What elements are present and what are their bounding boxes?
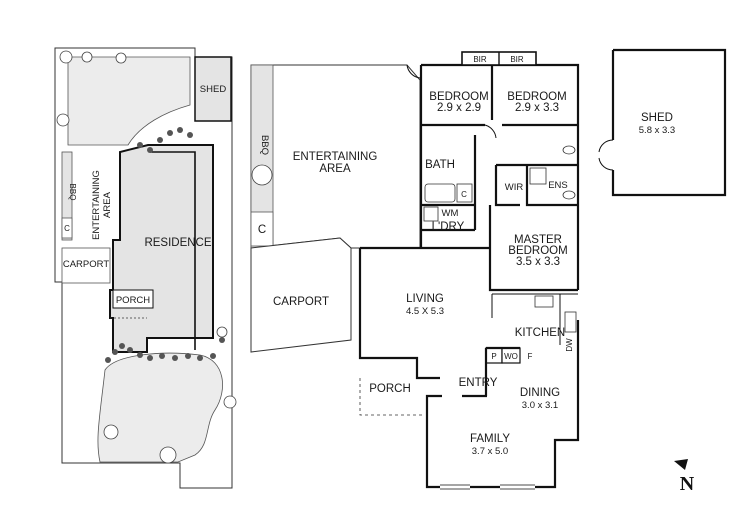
entertaining-label-line2: AREA [319,163,351,175]
bir-left-label: BIR [473,55,487,64]
bedroom1-name: BEDROOM [429,91,488,103]
bbq-label: BBQ [259,135,270,155]
master-size: 3.5 x 3.3 [516,256,560,268]
fridge-label: F [528,352,533,361]
bedroom2-name: BEDROOM [507,91,566,103]
bir-right-label: BIR [510,55,524,64]
master-line1: MASTER [514,234,562,246]
north-arrow: N [674,459,695,495]
wm-label: WM [442,208,459,219]
site-shed-label: SHED [200,84,227,95]
family-name: FAMILY [470,433,510,445]
entry-label: ENTRY [459,377,498,389]
bedroom1-size: 2.9 x 2.9 [437,102,481,114]
bath-c-label: C [461,190,467,199]
wir-label: WIR [505,182,524,193]
site-c-label: C [64,224,70,233]
living-name: LIVING [406,293,444,305]
site-carport-label: CARPORT [63,259,109,270]
outdoor-c-label: C [258,224,266,236]
entertaining-label-line1: ENTERTAINING [293,151,378,163]
site-porch-label: PORCH [116,295,150,306]
shed-outbuilding: SHED 5.8 x 3.3 [598,48,727,197]
site-shed [194,56,232,122]
site-residence-label: RESIDENCE [144,237,211,249]
laundry-label: L'DRY [432,221,465,233]
ens-label: ENS [548,180,568,191]
shed-size: 5.8 x 3.3 [639,125,675,136]
dining-size: 3.0 x 3.1 [522,400,558,411]
kitchen-label: KITCHEN [515,327,565,339]
master-line2: BEDROOM [508,245,567,257]
family-size: 3.7 x 5.0 [472,446,508,457]
bath-label: BATH [425,159,455,171]
porch-label: PORCH [369,383,411,395]
site-entertaining-label: ENTERTAININGAREA [91,170,113,240]
bedroom2-size: 2.9 x 3.3 [515,102,559,114]
site-plan: SHED BBQ C ENTERTAININGAREA RESIDENCE CA… [54,47,237,489]
north-label: N [680,473,695,495]
living-size: 4.5 X 5.3 [406,306,444,317]
main-floor-plan: BBQ C ENTERTAINING AREA CARPORT BIR BIR … [250,51,580,490]
shed-name: SHED [641,112,673,124]
site-bbq-label: BBQ [68,184,77,201]
wo-label: WO [504,352,518,361]
pantry-label: P [491,352,496,361]
carport-label: CARPORT [273,296,329,308]
dw-label: DW [565,338,574,352]
north-arrow-icon [674,459,688,470]
dining-name: DINING [520,387,560,399]
